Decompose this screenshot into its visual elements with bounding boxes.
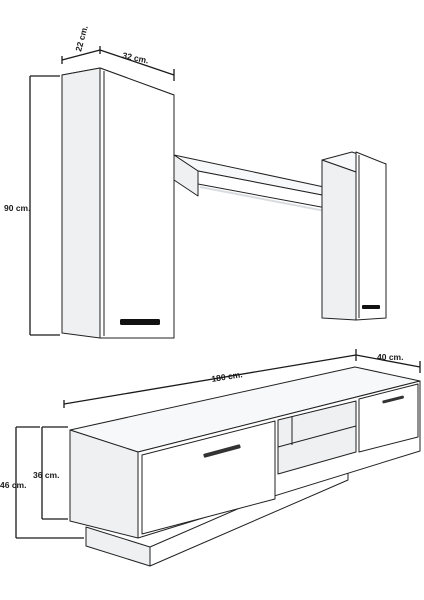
short-wall-cabinet [321,151,387,321]
right-door-handle [382,395,404,404]
tall-cabinet-handle [120,319,160,325]
tv-dimensions [15,349,421,539]
tv-left-door [141,420,276,535]
tv-open-shelf [277,400,357,475]
label-tv-door-height: 36 cm. [33,470,59,480]
short-cabinet-handle [362,305,380,309]
tv-unit [69,366,421,567]
left-door-handle [203,444,241,458]
wall-shelf [173,154,349,216]
label-tv-depth: 40 cm. [377,352,403,362]
label-upper-depth: 22 cm. [73,24,90,52]
label-tv-height: 46 cm. [0,480,26,490]
label-tv-width: 180 cm. [211,369,243,384]
label-upper-height: 90 cm. [4,203,30,213]
tall-wall-cabinet [61,67,175,339]
tv-right-door [358,383,419,453]
wall-unit [61,67,387,339]
upper-dimensions [29,46,175,336]
label-upper-width: 32 cm. [122,50,150,65]
